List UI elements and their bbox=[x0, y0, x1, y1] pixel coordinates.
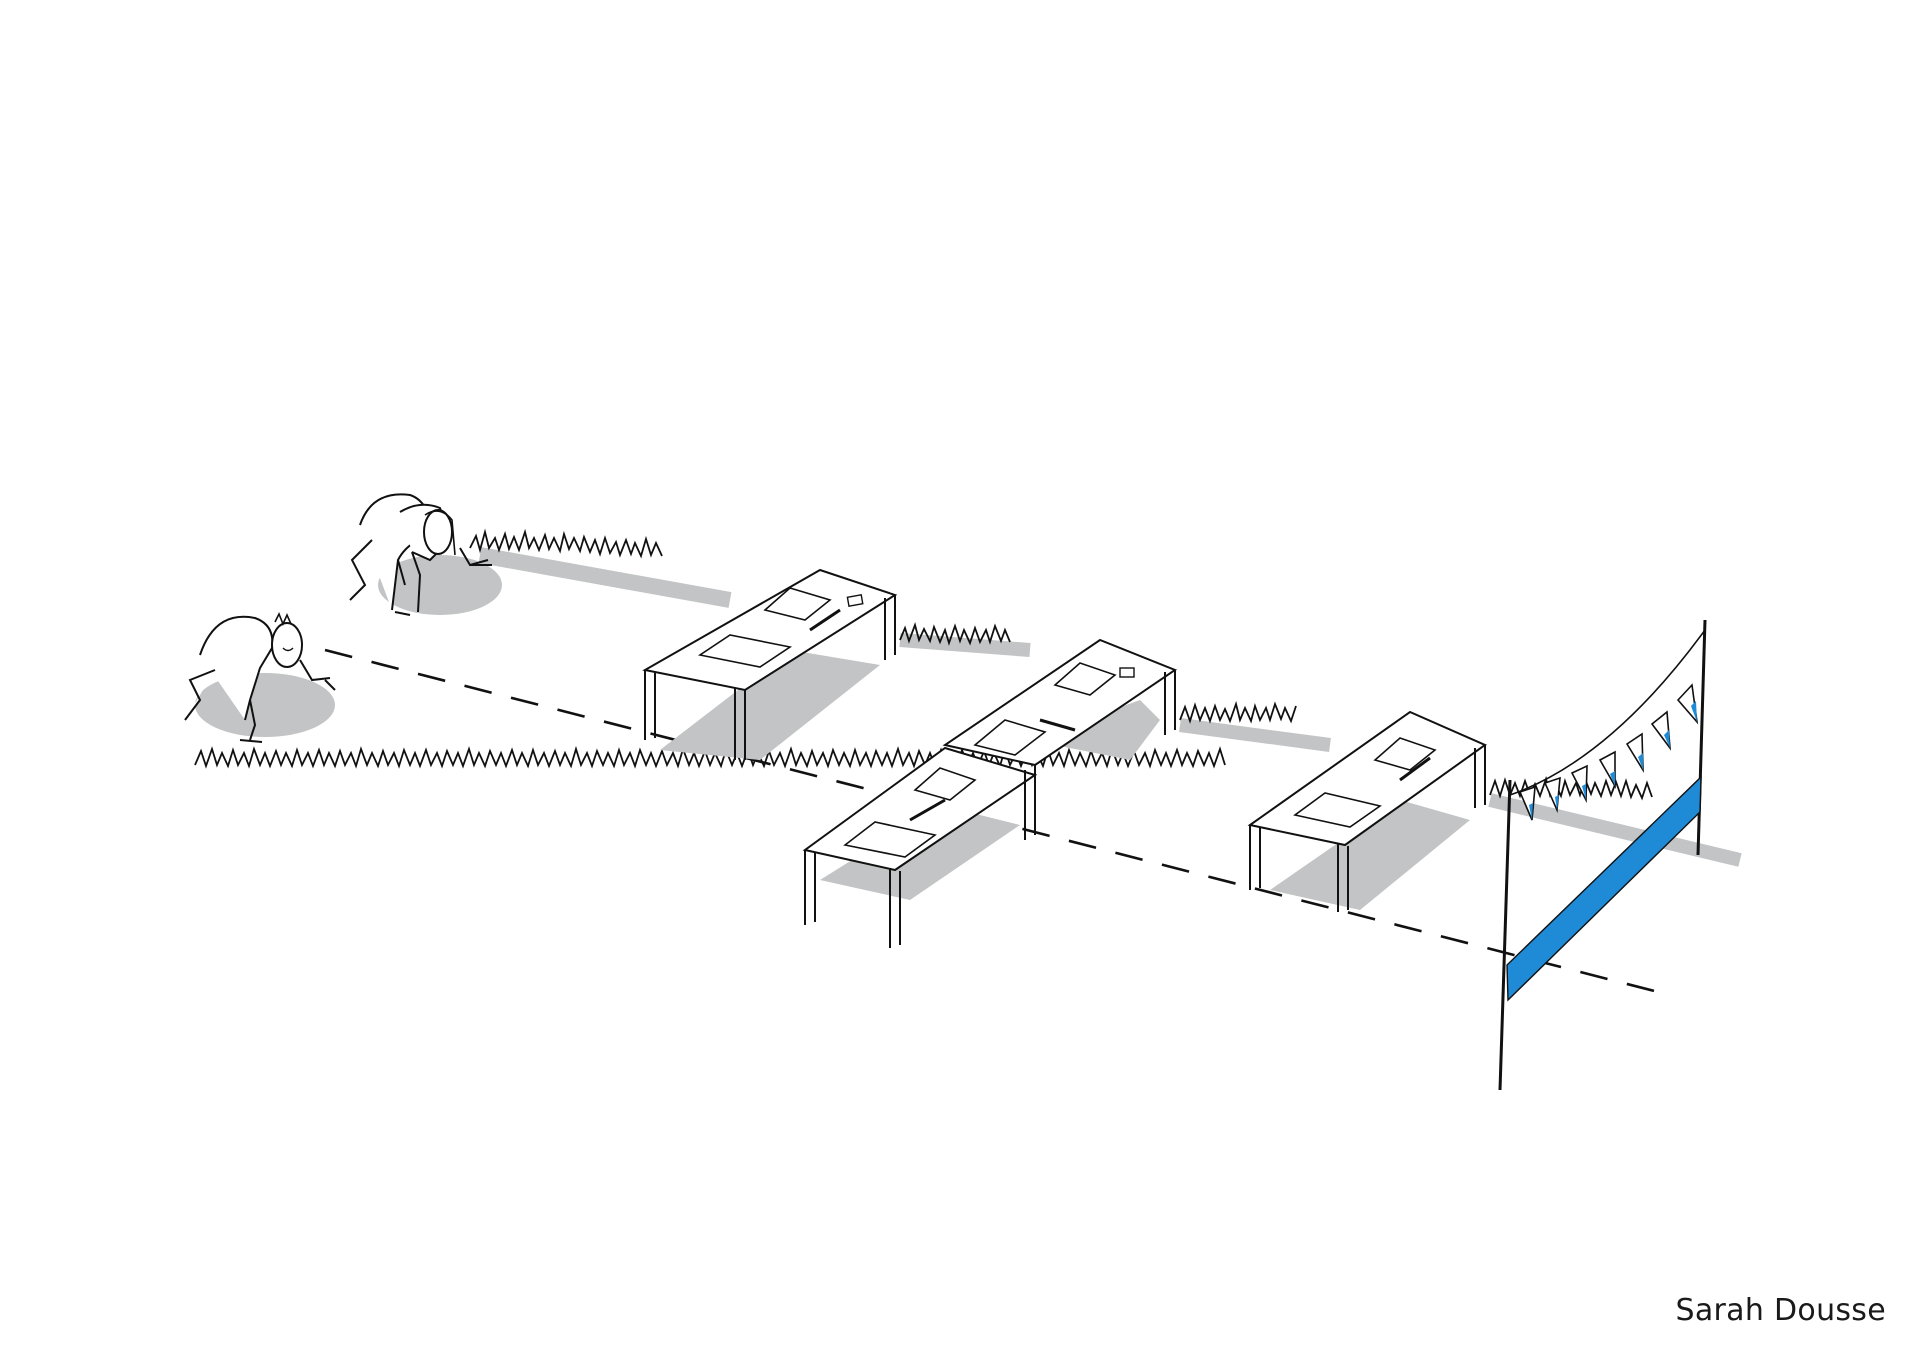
table-3 bbox=[1247, 710, 1488, 912]
grass-edge-line bbox=[1489, 775, 1653, 801]
bunting-flags bbox=[1518, 683, 1699, 821]
finish-pole-right bbox=[1696, 619, 1707, 856]
paper-sheet bbox=[843, 821, 937, 858]
table-1 bbox=[642, 568, 898, 760]
card bbox=[846, 594, 864, 607]
table-top bbox=[802, 746, 1038, 872]
paper-sheet bbox=[913, 767, 977, 801]
finish-banner-icon bbox=[1498, 619, 1707, 1091]
artist-signature: Sarah Dousse bbox=[1675, 1293, 1886, 1328]
crouching-runner-icon bbox=[349, 493, 502, 616]
near-grass-edge bbox=[194, 745, 1226, 769]
paper-sheet bbox=[1293, 792, 1382, 828]
table-2 bbox=[802, 638, 1178, 948]
paper-sheet bbox=[1373, 737, 1437, 771]
pen-icon bbox=[1399, 756, 1431, 782]
finish-ribbon bbox=[1506, 775, 1702, 1002]
paper-sheet bbox=[763, 587, 832, 621]
pen-icon bbox=[909, 798, 946, 822]
grass-edge-line bbox=[469, 528, 663, 559]
paper-sheet bbox=[973, 719, 1047, 756]
paper-sheet bbox=[697, 634, 793, 668]
paper-sheet bbox=[1053, 662, 1117, 696]
bunting-string bbox=[1509, 629, 1706, 796]
grass-edge-line bbox=[899, 622, 1011, 646]
pen-icon bbox=[809, 608, 841, 632]
crouching-runner-icon bbox=[184, 612, 336, 743]
grass-edge-line bbox=[1179, 700, 1297, 724]
finish-pole-left bbox=[1498, 779, 1512, 1091]
pen-icon bbox=[1039, 718, 1076, 732]
card bbox=[1119, 667, 1135, 678]
